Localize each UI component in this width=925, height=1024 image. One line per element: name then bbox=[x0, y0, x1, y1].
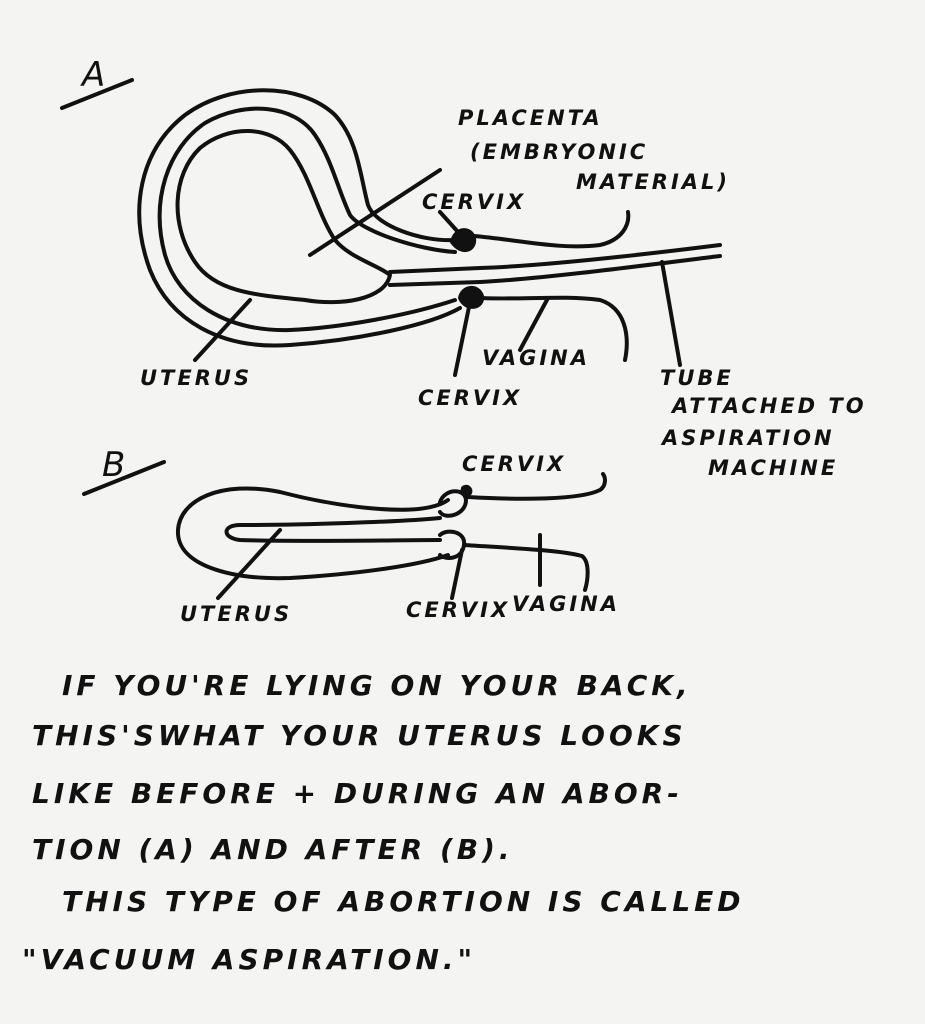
label-vagina-a: VAGINA bbox=[482, 346, 590, 370]
figure-b-letter: B bbox=[102, 445, 128, 485]
leader-cervix-b bbox=[450, 548, 464, 600]
label-cervix-a-bottom: CERVIX bbox=[418, 386, 523, 410]
uterus-b-inner bbox=[224, 516, 442, 543]
caption-line-5: THIS TYPE OF ABORTION IS CALLED bbox=[62, 885, 745, 918]
leader-uterus-b bbox=[216, 528, 282, 600]
leader-placenta bbox=[308, 168, 442, 257]
vagina-a-upper-wall bbox=[472, 210, 631, 249]
label-embryonic: (EMBRYONIC bbox=[470, 140, 649, 164]
label-cervix-b-bottom: CERVIX bbox=[406, 598, 511, 622]
label-cervix-b-top: CERVIX bbox=[462, 452, 567, 476]
leader-cervix-bottom-a bbox=[453, 300, 472, 377]
uterus-a-outer-wall bbox=[137, 88, 462, 348]
caption-line-2: THIS'SWHAT YOUR UTERUS LOOKS bbox=[32, 719, 687, 752]
label-aspiration: ASPIRATION bbox=[662, 426, 835, 450]
uterus-a-middle-wall bbox=[157, 106, 457, 333]
caption-line-4: TION (A) AND AFTER (B). bbox=[32, 833, 514, 866]
vagina-a-lower-wall bbox=[480, 295, 629, 362]
leader-cervix-top-a bbox=[438, 210, 460, 234]
cervix-b-top-knob bbox=[438, 489, 468, 518]
label-uterus-b: UTERUS bbox=[180, 602, 293, 626]
aspiration-tube-a-bottom bbox=[388, 254, 722, 287]
cervix-b-dot bbox=[460, 484, 473, 497]
leader-vagina-a bbox=[518, 296, 550, 352]
leader-tube-a bbox=[660, 260, 682, 367]
figure-b-underline bbox=[82, 460, 166, 496]
figure-a-letter: A bbox=[82, 55, 108, 95]
label-attached-to: ATTACHED TO bbox=[672, 394, 867, 418]
label-cervix-a-top: CERVIX bbox=[422, 190, 527, 214]
caption-line-1: IF YOU'RE LYING ON YOUR BACK, bbox=[62, 669, 692, 702]
cervix-a-top-blob bbox=[450, 228, 477, 253]
label-tube: TUBE bbox=[660, 366, 734, 390]
figure-a-underline bbox=[60, 78, 134, 110]
label-uterus-a: UTERUS bbox=[140, 366, 253, 390]
leader-uterus-a bbox=[193, 298, 252, 362]
vagina-b-upper bbox=[466, 472, 607, 501]
label-placenta: PLACENTA bbox=[458, 106, 603, 130]
caption-line-3: LIKE BEFORE + DURING AN ABOR- bbox=[32, 777, 683, 810]
caption-line-6: "VACUUM ASPIRATION." bbox=[22, 943, 477, 976]
uterus-b-outer bbox=[175, 486, 450, 581]
label-material: MATERIAL) bbox=[576, 170, 731, 194]
label-machine: MACHINE bbox=[708, 456, 839, 480]
label-vagina-b: VAGINA bbox=[512, 592, 620, 616]
aspiration-tube-a-top bbox=[388, 243, 722, 274]
uterus-a-cavity bbox=[175, 129, 392, 305]
vagina-b-lower bbox=[462, 543, 590, 592]
